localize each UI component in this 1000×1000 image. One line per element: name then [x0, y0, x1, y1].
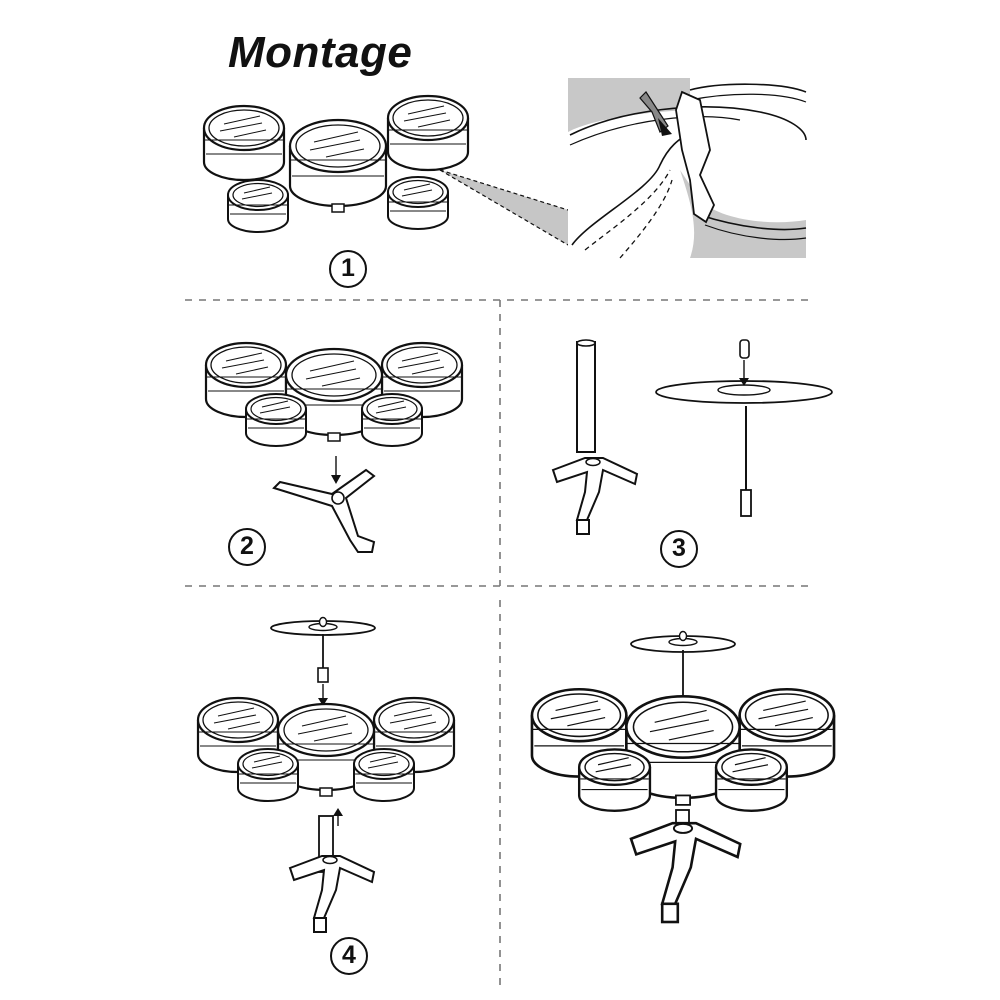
step-2-kit: [206, 343, 462, 552]
stand-pole: [577, 342, 595, 452]
step-2-label: 2: [228, 528, 266, 566]
step-1-label: 1: [329, 250, 367, 288]
drum-mount-bracket: [274, 470, 374, 552]
step-3-parts: [553, 340, 832, 534]
detail-callout-lines: [440, 170, 568, 245]
detail-inset: [568, 78, 806, 258]
step-1-drums: [204, 96, 468, 232]
final-assembled-kit: [532, 632, 834, 923]
step-4-label: 4: [330, 937, 368, 975]
step-3-label: 3: [660, 530, 698, 568]
step-4-assembly: [198, 618, 454, 933]
